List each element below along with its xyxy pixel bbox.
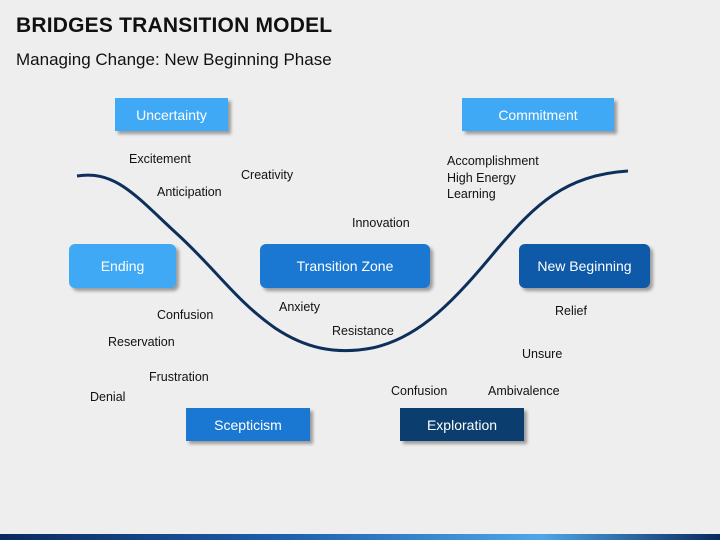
label-confusion-left: Confusion — [157, 308, 214, 322]
footer-bar — [0, 534, 720, 540]
scepticism-box: Scepticism — [186, 408, 310, 441]
scepticism-label: Scepticism — [214, 416, 282, 433]
transition-zone-box: Transition Zone — [260, 244, 430, 288]
label-ambivalence: Ambivalence — [488, 384, 560, 398]
transition-zone-label: Transition Zone — [296, 258, 394, 274]
new-beginning-box: New Beginning — [519, 244, 650, 288]
commitment-box: Commitment — [462, 98, 614, 131]
label-resistance: Resistance — [332, 324, 394, 338]
label-accomplishment: Accomplishment — [447, 154, 539, 168]
label-relief: Relief — [555, 304, 587, 318]
label-anticipation: Anticipation — [157, 185, 222, 199]
label-high-energy: High Energy — [447, 171, 516, 185]
label-denial: Denial — [90, 390, 126, 404]
ending-box: Ending — [69, 244, 176, 288]
label-learning: Learning — [447, 187, 496, 201]
curve-line — [76, 169, 629, 353]
page-title: BRIDGES TRANSITION MODEL — [16, 14, 333, 37]
uncertainty-label: Uncertainty — [136, 106, 207, 123]
exploration-box: Exploration — [400, 408, 524, 441]
label-excitement: Excitement — [129, 152, 191, 166]
commitment-label: Commitment — [498, 106, 578, 123]
label-confusion-right: Confusion — [391, 384, 448, 398]
label-frustration: Frustration — [149, 370, 209, 384]
exploration-label: Exploration — [426, 416, 498, 433]
uncertainty-box: Uncertainty — [115, 98, 228, 131]
label-reservation: Reservation — [108, 335, 175, 349]
new-beginning-label: New Beginning — [537, 258, 632, 274]
label-creativity: Creativity — [241, 168, 294, 182]
page-subtitle: Managing Change: New Beginning Phase — [16, 50, 332, 69]
label-innovation: Innovation — [352, 216, 410, 230]
label-unsure: Unsure — [522, 347, 563, 361]
ending-label: Ending — [100, 258, 145, 274]
label-anxiety: Anxiety — [279, 300, 320, 314]
